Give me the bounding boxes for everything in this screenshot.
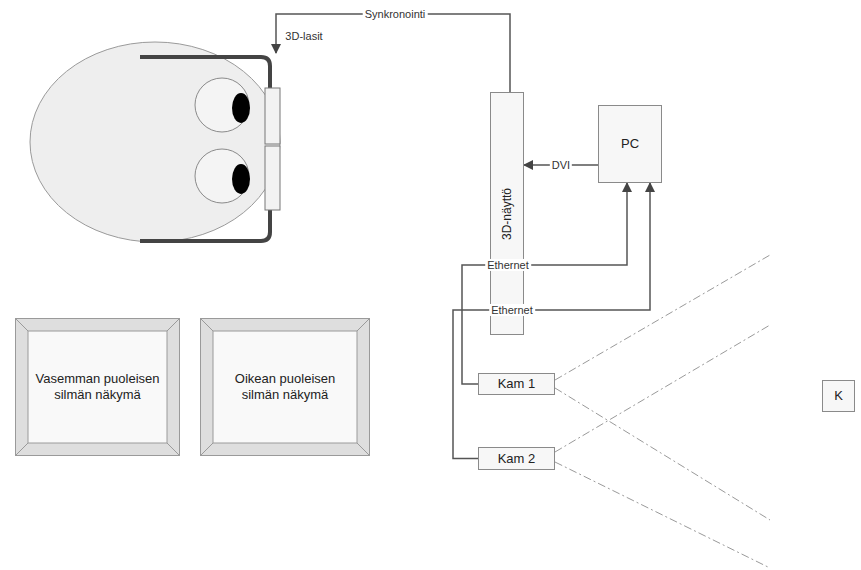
display-box: 3D-näyttö (490, 92, 524, 335)
glasses-frame (140, 57, 270, 88)
eye (195, 78, 249, 132)
node-text: Kam 1 (498, 376, 536, 392)
computer-box: PC (598, 105, 662, 183)
connector (462, 183, 627, 384)
eye (195, 149, 249, 203)
edge-label: DVI (550, 159, 572, 171)
camera-box: Kam 2 (478, 447, 555, 470)
node-text: Oikean puoleisen silmän näkymä (218, 334, 352, 440)
node-text: PC (621, 136, 639, 152)
target-box: K (822, 380, 855, 412)
head (30, 42, 280, 242)
view-box: Oikean puoleisen silmän näkymä (200, 318, 370, 456)
node-text: Kam 2 (498, 451, 536, 467)
signal-label: Synkronointi (363, 8, 428, 20)
part-label: 3D-lasit (283, 30, 324, 42)
sync-line (276, 14, 510, 92)
pupil (232, 93, 250, 123)
glasses-lens (265, 146, 280, 210)
edge-label: Ethernet (485, 259, 531, 271)
connector (453, 183, 650, 459)
glasses-lens (265, 88, 280, 144)
camera-box: Kam 1 (478, 373, 555, 395)
glasses-frame (140, 210, 270, 241)
node-text: Vasemman puoleisen silmän näkymä (33, 334, 162, 440)
node-text: 3D-näyttö (500, 187, 514, 239)
node-text: K (834, 388, 843, 404)
view-box: Vasemman puoleisen silmän näkymä (15, 318, 180, 456)
camera-view-lines (555, 255, 770, 568)
edge-label: Ethernet (489, 304, 535, 316)
pupil (232, 164, 250, 194)
